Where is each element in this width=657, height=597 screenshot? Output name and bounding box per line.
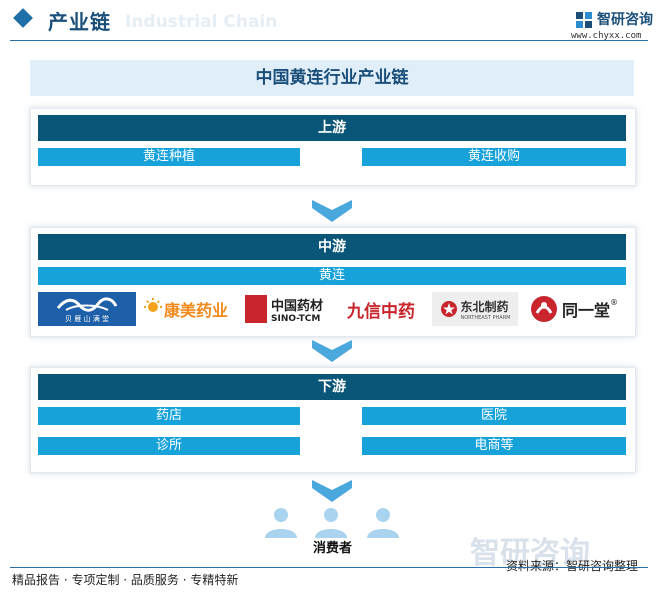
company-name: 中国药材 xyxy=(270,298,323,314)
sino-tcm-seal-icon xyxy=(244,295,267,323)
upstream-header: 上游 xyxy=(38,115,626,141)
chain-title: 中国黄连行业产业链 xyxy=(30,60,634,96)
company-name: 康美药业 xyxy=(163,301,228,320)
dongbei-star-icon xyxy=(440,301,457,317)
consumer-person-icon xyxy=(367,508,399,538)
company-name: 贝 雁 山 满 堂 xyxy=(65,315,109,323)
company-logo-dongbei: 东北制药 NORTHEAST PHARM xyxy=(432,292,518,326)
consumer-person-icon xyxy=(315,508,347,538)
kangmei-sun-icon xyxy=(143,298,162,312)
footer-divider xyxy=(10,567,648,568)
mountain-wave-icon xyxy=(56,297,118,312)
consumer-person-icon xyxy=(265,508,297,538)
flow-arrow-icon xyxy=(312,340,352,362)
upstream-item-purchasing: 黄连收购 xyxy=(362,148,626,166)
consumer-label: 消费者 xyxy=(313,541,353,556)
midstream-item-huanglian: 黄连 xyxy=(38,267,626,285)
source-note: 资料来源：智研咨询整理 xyxy=(506,559,639,573)
company-logo-sino-tcm: 中国药材 SINO-TCM xyxy=(238,292,330,326)
downstream-item-ecommerce: 电商等 xyxy=(362,437,626,455)
tongyitang-circle-icon xyxy=(530,296,557,322)
footer-tags: 精品报告 · 专项定制 · 品质服务 · 专精特新 xyxy=(12,573,239,587)
downstream-header: 下游 xyxy=(38,374,626,400)
header-divider xyxy=(10,40,648,41)
company-logo-kangmei: 康美药业 xyxy=(140,292,232,326)
flow-arrow-icon xyxy=(312,200,352,222)
upstream-item-planting: 黄连种植 xyxy=(38,148,300,166)
company-sub: SINO-TCM xyxy=(270,313,321,324)
flow-arrow-icon xyxy=(312,480,352,502)
downstream-item-pharmacy: 药店 xyxy=(38,407,300,425)
brand-url[interactable]: www.chyxx.com xyxy=(571,31,642,41)
header-diamond-icon xyxy=(13,8,33,28)
page-title: 产业链 xyxy=(48,10,111,34)
company-name: 九信中药 xyxy=(347,301,415,322)
brand-name: 智研咨询 xyxy=(597,12,653,28)
downstream-item-clinic: 诊所 xyxy=(38,437,300,455)
company-name: 同一堂 xyxy=(561,301,610,320)
company-name: 东北制药 xyxy=(460,299,509,314)
downstream-item-hospital: 医院 xyxy=(362,407,626,425)
registered-mark: ® xyxy=(610,298,618,307)
watermark: 智研咨询 xyxy=(470,536,590,571)
company-logo-jiuxin: 九信中药 xyxy=(334,292,428,326)
brand-logo-icon xyxy=(576,12,592,28)
midstream-header: 中游 xyxy=(38,234,626,260)
company-sub: NORTHEAST PHARM xyxy=(460,314,511,321)
company-logo-tongyitang: 同一堂 ® xyxy=(522,292,626,326)
header-title-en: Industrial Chain xyxy=(125,12,278,32)
company-logo-mountain: 贝 雁 山 满 堂 xyxy=(38,292,136,326)
